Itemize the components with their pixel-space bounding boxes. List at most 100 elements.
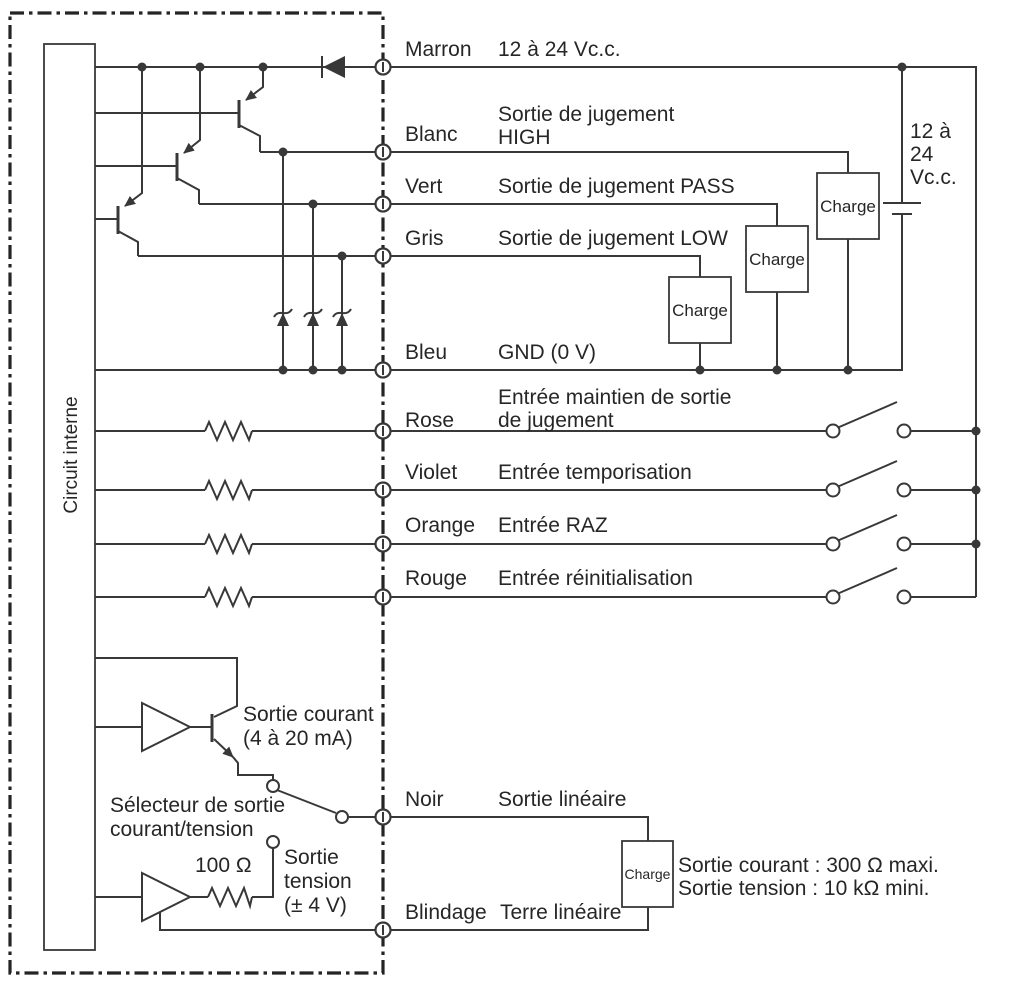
internal-circuit-box bbox=[43, 43, 96, 951]
wire-color-label: Rose bbox=[405, 409, 454, 432]
wire-color-label: Vert bbox=[405, 175, 443, 198]
wire-function-label: Sortie de jugement LOW bbox=[498, 227, 728, 250]
zener-diode-icon bbox=[336, 313, 348, 326]
vert-wire bbox=[199, 203, 778, 226]
selector-lever bbox=[276, 789, 337, 814]
wire-row-orange: Orange Entrée RAZ bbox=[95, 514, 981, 556]
wire-function-label: 12 à 24 Vc.c. bbox=[498, 38, 621, 61]
wire-color-label: Blanc bbox=[405, 123, 458, 146]
switch-contact bbox=[825, 589, 841, 605]
charge-label: Charge bbox=[749, 250, 805, 269]
wire-color-label: Marron bbox=[405, 38, 472, 61]
junction-dot bbox=[843, 365, 853, 375]
wire-row-vert: Vert Sortie de jugement PASS bbox=[199, 175, 778, 226]
linear-output-section: Sortie courant (4 à 20 mA) Sélecteur de … bbox=[95, 657, 376, 931]
voltage-output-label: Sortie bbox=[284, 846, 339, 869]
transistor-pass-emitter bbox=[183, 67, 201, 154]
charge-label: Charge bbox=[625, 866, 671, 882]
selector-label: courant/tension bbox=[110, 818, 254, 841]
opamp-current-icon bbox=[141, 701, 193, 753]
terminal-gris bbox=[374, 247, 392, 265]
zener-diode-icon bbox=[307, 313, 319, 326]
terminal-orange bbox=[374, 535, 392, 553]
wire-color-label: Orange bbox=[405, 514, 475, 537]
switch-contact bbox=[825, 536, 841, 552]
wire-function-label: de jugement bbox=[498, 409, 614, 432]
noir-wire bbox=[390, 816, 649, 841]
zener-bar bbox=[273, 308, 293, 318]
wire-row-bleu: Bleu GND (0 V) bbox=[95, 341, 903, 375]
charge-load-pass: Charge bbox=[745, 225, 809, 370]
internal-circuit-label: Circuit interne bbox=[61, 396, 82, 513]
current-output-label: Sortie courant bbox=[243, 703, 374, 726]
voltage-output-label: (± 4 V) bbox=[284, 894, 347, 917]
opamp-voltage-icon bbox=[141, 871, 193, 923]
junction-dot bbox=[971, 539, 981, 549]
junction-dot bbox=[337, 365, 347, 375]
wire-function-label: Sortie de jugement PASS bbox=[498, 175, 735, 198]
current-output-label: (4 à 20 mA) bbox=[243, 727, 353, 750]
switch-contact bbox=[896, 423, 912, 439]
internal-circuit-block: Circuit interne bbox=[43, 43, 96, 951]
terminal-violet bbox=[374, 481, 392, 499]
supply-voltage-label: 12 à bbox=[910, 120, 951, 143]
wire-row-blindage: Blindage Terre linéaire bbox=[390, 901, 649, 931]
diode-icon bbox=[323, 56, 345, 78]
charge-load-low: Charge bbox=[668, 276, 732, 370]
transistor-pass-collector bbox=[176, 177, 200, 204]
junction-dot bbox=[971, 426, 981, 436]
switch-contact bbox=[825, 423, 841, 439]
charge-load-high: Charge bbox=[816, 172, 880, 370]
emitter-to-selector-wire bbox=[232, 756, 274, 780]
wire-color-label: Bleu bbox=[405, 341, 447, 364]
switch-lever bbox=[836, 514, 898, 542]
wire-color-label: Noir bbox=[405, 788, 444, 811]
wire-row-gris: Gris Sortie de jugement LOW bbox=[138, 227, 728, 277]
junction-dot bbox=[308, 365, 318, 375]
transistor-low-emitter bbox=[124, 67, 143, 207]
selector-contact-current bbox=[266, 779, 280, 793]
wire-color-label: Gris bbox=[405, 227, 444, 250]
charge-box bbox=[745, 225, 809, 293]
resistor-value-label: 100 Ω bbox=[195, 854, 252, 877]
terminal-rouge bbox=[374, 588, 392, 606]
junction-dot bbox=[772, 365, 782, 375]
zener-diode-icon bbox=[277, 313, 289, 326]
wire-color-label: Rouge bbox=[405, 567, 467, 590]
junction-dot bbox=[278, 365, 288, 375]
voltage-output-label: tension bbox=[284, 870, 352, 893]
load-note-line: Sortie tension : 10 kΩ mini. bbox=[678, 877, 929, 900]
gris-wire bbox=[138, 255, 701, 277]
linear-ground-wire bbox=[159, 912, 376, 931]
selector-contact-common bbox=[335, 810, 349, 824]
blanc-wire bbox=[260, 151, 849, 173]
switch-lever bbox=[836, 460, 898, 488]
transistor-high-collector bbox=[238, 124, 261, 152]
junction-dot bbox=[278, 147, 288, 157]
junction-dot bbox=[695, 365, 705, 375]
switch-lever bbox=[836, 567, 898, 595]
resistor-icon bbox=[204, 419, 253, 443]
selector-contact-voltage bbox=[266, 835, 280, 849]
terminal-vert bbox=[374, 195, 392, 213]
supply-voltage-label: Vc.c. bbox=[910, 166, 957, 189]
zener-columns bbox=[282, 152, 343, 370]
wire-color-label: Blindage bbox=[405, 901, 487, 924]
charge-label: Charge bbox=[820, 197, 876, 216]
voltage-output-wire bbox=[190, 848, 274, 898]
switch-lever bbox=[836, 401, 898, 429]
wire-function-label: Terre linéaire bbox=[500, 901, 621, 924]
transistor-high-emitter bbox=[245, 67, 264, 101]
zener-diodes bbox=[273, 152, 352, 370]
load-note-line: Sortie courant : 300 Ω maxi. bbox=[678, 854, 939, 877]
charge-load-linear: Charge Sortie courant : 300 Ω maxi. Sort… bbox=[621, 840, 939, 908]
dc-supply: 12 à 24 Vc.c. bbox=[883, 67, 957, 370]
charge-box bbox=[621, 840, 674, 908]
wire-function-label: HIGH bbox=[498, 126, 551, 149]
output-transistors bbox=[95, 67, 264, 256]
wire-function-label: Sortie de jugement bbox=[498, 103, 674, 126]
charge-box bbox=[816, 172, 880, 240]
switch-contact bbox=[896, 482, 912, 498]
